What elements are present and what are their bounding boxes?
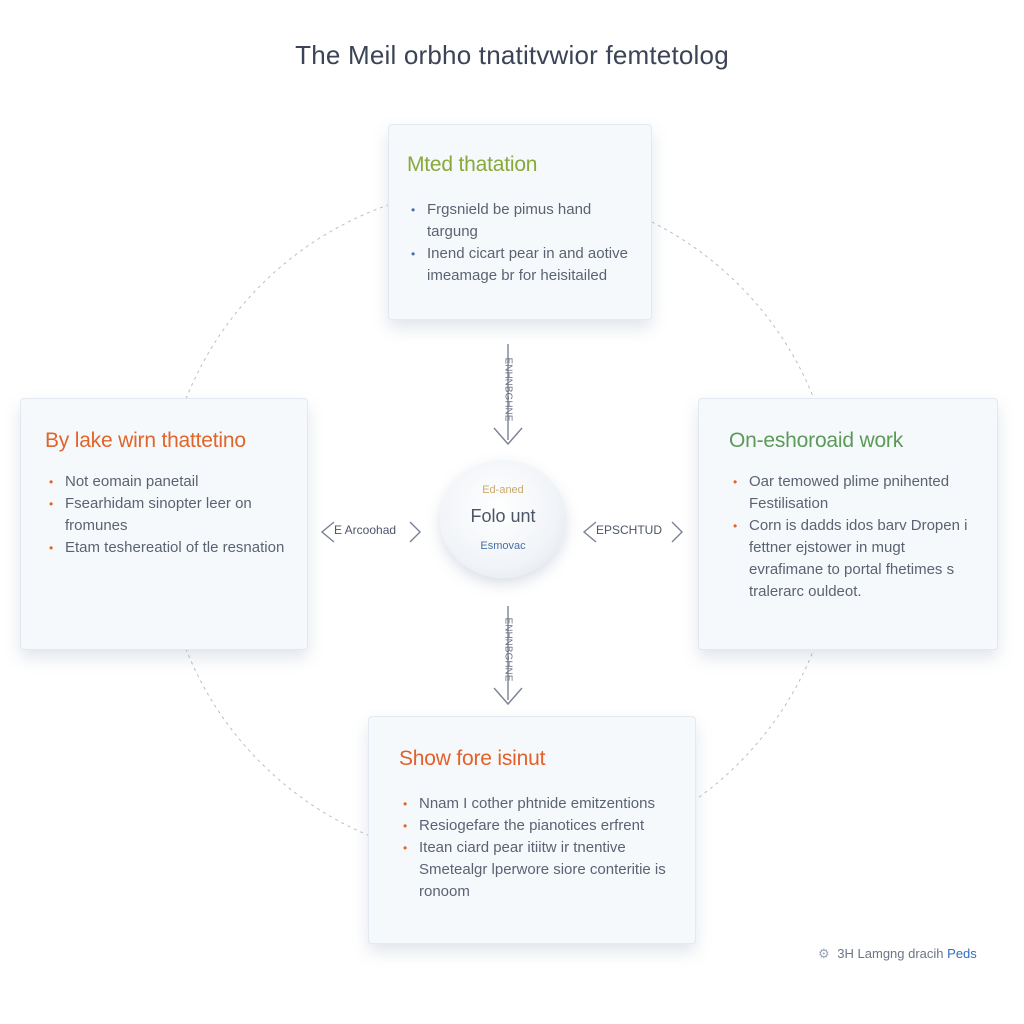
- footer-credit: ⚙ 3H Lamgng dracih Peds: [818, 946, 977, 962]
- list-item: Corn is dadds idos barv Dropen i fettner…: [729, 515, 983, 603]
- card-top-title: Mted thatation: [407, 153, 538, 176]
- list-item: Frgsnield be pimus hand targung: [407, 199, 635, 243]
- connector-label-left: E Arcoohad: [334, 523, 397, 537]
- card-right-list: Oar temowed plime pnihented Festilisatio…: [729, 471, 983, 603]
- footer-prefix: 3H: [837, 946, 854, 961]
- arrow-down-bottom: [493, 606, 523, 706]
- list-item: Nnam I cother phtnide emitzentions: [399, 793, 681, 815]
- card-bottom: Show fore isinut Nnam I cother phtnide e…: [368, 716, 696, 944]
- list-item: Oar temowed plime pnihented Festilisatio…: [729, 471, 983, 515]
- hub-main-label: Folo unt: [470, 506, 536, 526]
- card-left: By lake wirn thattetino Not eomain panet…: [20, 398, 308, 650]
- gear-icon: ⚙: [818, 946, 830, 961]
- connector-label-right: EPSCHTUD: [596, 523, 663, 537]
- list-item: Etam teshereatiol of tle resnation: [45, 537, 291, 559]
- arrow-down-top: [493, 344, 523, 446]
- arrow-right-connector: [582, 521, 683, 543]
- footer-brand-link[interactable]: Peds: [947, 946, 977, 961]
- card-left-title: By lake wirn thattetino: [45, 429, 246, 452]
- footer-text: Lamgng dracih: [857, 946, 944, 961]
- hub-sub-label: Esmovac: [480, 540, 526, 552]
- card-right: On-eshoroaid work Oar temowed plime pnih…: [698, 398, 998, 650]
- list-item: Not eomain panetail: [45, 471, 291, 493]
- central-hub: Ed-aned Folo unt Esmovac: [440, 460, 566, 578]
- card-top: Mted thatation Frgsnield be pimus hand t…: [388, 124, 652, 320]
- card-right-title: On-eshoroaid work: [729, 429, 904, 452]
- card-bottom-title: Show fore isinut: [399, 747, 546, 770]
- list-item: Itean ciard pear itiitw ir tnentive Smet…: [399, 837, 681, 903]
- card-left-list: Not eomain panetail Fsearhidam sinopter …: [45, 471, 291, 559]
- list-item: Inend cicart pear in and aotive imeamage…: [407, 243, 635, 287]
- card-top-list: Frgsnield be pimus hand targung Inend ci…: [407, 199, 635, 287]
- connector-label-down: ENHNBGHNE: [502, 617, 514, 682]
- diagram-title: The Meil orbho tnatitvwior femtetolog: [295, 40, 729, 70]
- list-item: Fsearhidam sinopter leer on fromunes: [45, 493, 291, 537]
- hub-top-text: Ed-aned: [482, 484, 524, 496]
- card-bottom-list: Nnam I cother phtnide emitzentions Resio…: [399, 793, 681, 903]
- list-item: Resiogefare the pianotices erfrent: [399, 815, 681, 837]
- arrow-left-connector: [320, 521, 421, 543]
- connector-label-up: ENHNBGHNE: [502, 357, 514, 422]
